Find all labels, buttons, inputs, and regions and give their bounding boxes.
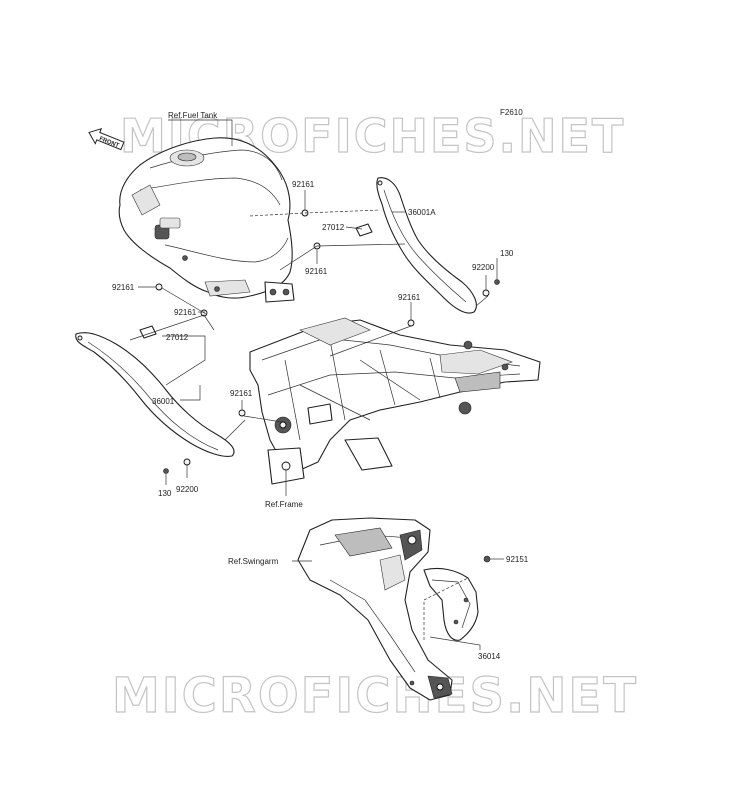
washer-frame-right [407,319,415,327]
part-label-27012-lower: 27012 [166,333,189,342]
part-label-36014: 36014 [478,652,501,661]
labels: Ref.Fuel Tank Ref.Frame Ref.Swingarm 360… [112,111,529,661]
part-label-92151: 92151 [506,555,529,564]
part-label-130-left: 130 [158,489,172,498]
bolt-left [163,468,169,474]
ref-frame-label: Ref.Frame [265,500,303,509]
clip-upper [355,223,373,237]
fasteners [139,209,500,563]
part-label-92161-tank-top: 92161 [292,180,315,189]
figure-code: F2610 [500,108,523,117]
side-cover-left [75,332,235,457]
washer-frame-left [238,409,246,417]
part-label-27012-upper: 27012 [322,223,345,232]
ref-swingarm-label: Ref.Swingarm [228,557,279,566]
part-label-92161-frame-right: 92161 [398,293,421,302]
part-label-92200-left: 92200 [176,485,199,494]
part-label-92161-left-inner: 92161 [174,308,197,317]
chain-cover [423,567,479,641]
bolt-right [494,279,500,285]
part-label-92200-right: 92200 [472,263,495,272]
ref-fuel-tank-label: Ref.Fuel Tank [168,111,218,120]
bolt-chain-cover [483,555,491,563]
watermark-bottom: MICROFICHES.NET [112,668,638,724]
part-label-92161-frame-left: 92161 [230,389,253,398]
part-label-92161-tank-mid: 92161 [305,267,328,276]
part-label-36001a: 36001A [408,208,436,217]
fuel-tank-illustration [118,137,295,303]
part-label-130-right: 130 [500,249,514,258]
frame-illustration [249,317,541,485]
leader-lines [129,119,504,650]
side-cover-right [376,177,477,314]
collar-right [482,289,490,297]
swingarm-illustration [297,517,453,701]
washer-left-outer [155,283,163,291]
part-label-92161-left-outer: 92161 [112,283,135,292]
collar-left [183,458,191,466]
part-label-36001: 36001 [152,397,175,406]
